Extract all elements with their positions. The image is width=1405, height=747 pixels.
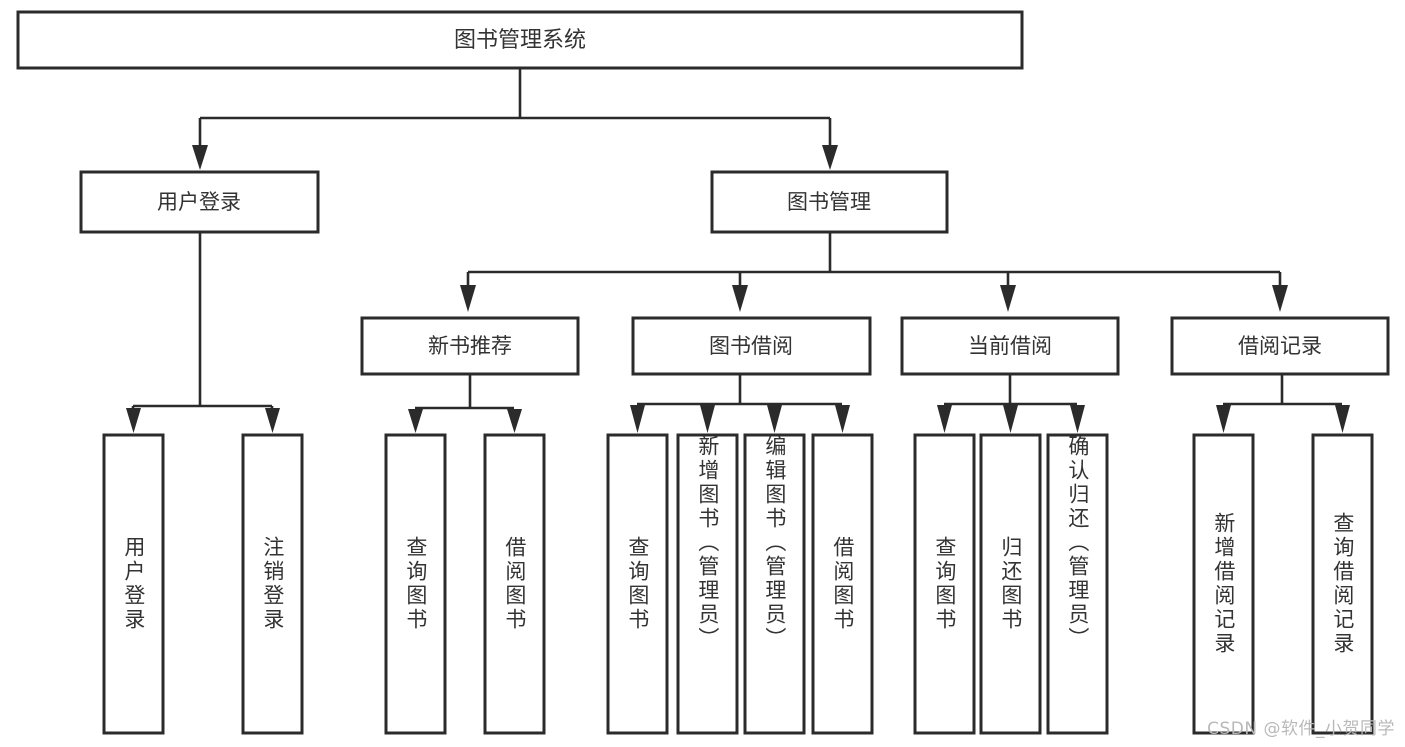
- node-book-management[interactable]: 图书管理: [710, 170, 949, 234]
- leaf-box-add-record[interactable]: [1192, 433, 1255, 735]
- leaf-box-query-book-borrow[interactable]: [606, 433, 669, 735]
- arrowhead-borrow-record: [1272, 285, 1288, 312]
- node-current-borrow[interactable]: 当前借阅: [900, 316, 1120, 376]
- node-current-borrow-label: 当前借阅: [968, 334, 1052, 358]
- leaf-box-query-book-current[interactable]: [913, 433, 976, 735]
- node-borrow-record[interactable]: 借阅记录: [1170, 316, 1390, 376]
- arrowhead-leaf-logout: [265, 408, 280, 433]
- node-root[interactable]: 图书管理系统: [16, 10, 1024, 70]
- leaf-box-confirm-return[interactable]: [1046, 433, 1109, 735]
- leaf-box-return-book[interactable]: [979, 433, 1042, 735]
- leaf-box-query-book-recommend[interactable]: [384, 433, 447, 735]
- arrowhead-leaf-query-book-current: [937, 405, 952, 433]
- node-current-borrow-box[interactable]: [900, 316, 1120, 376]
- node-book-management-box[interactable]: [710, 170, 949, 234]
- arrowhead-leaf-add-record: [1216, 405, 1231, 433]
- node-new-book-recommend[interactable]: 新书推荐: [360, 316, 580, 376]
- node-root-label: 图书管理系统: [454, 28, 586, 53]
- leaf-box-query-record[interactable]: [1311, 433, 1374, 735]
- arrowhead-book-borrow: [732, 285, 748, 312]
- arrowhead-leaf-add-book: [700, 405, 715, 433]
- leaf-box-borrow-book-recommend[interactable]: [483, 433, 546, 735]
- connector-layer: [126, 68, 1350, 433]
- leaf-box-logout[interactable]: [241, 433, 304, 735]
- arrowhead-user-login: [192, 145, 208, 170]
- arrowhead-current-borrow: [1000, 285, 1016, 312]
- leaf-layer: [102, 433, 1374, 735]
- arrowhead-leaf-query-book-borrow: [630, 405, 645, 433]
- node-user-login[interactable]: 用户登录: [79, 170, 320, 234]
- leaf-box-add-book[interactable]: [676, 433, 739, 735]
- arrowhead-book-management: [822, 145, 838, 170]
- arrowhead-leaf-return-book: [1003, 405, 1018, 433]
- node-user-login-label: 用户登录: [157, 190, 241, 214]
- node-book-management-label: 图书管理: [787, 190, 871, 214]
- node-user-login-box[interactable]: [79, 170, 320, 234]
- arrowhead-new-book-recommend: [460, 285, 476, 312]
- node-new-book-recommend-box[interactable]: [360, 316, 580, 376]
- arrowhead-leaf-confirm-return: [1070, 405, 1085, 433]
- leaf-box-edit-book[interactable]: [743, 433, 806, 735]
- node-new-book-recommend-label: 新书推荐: [428, 334, 512, 358]
- arrowhead-leaf-borrow-book: [835, 405, 850, 433]
- arrowhead-leaf-borrow-book-recommend: [507, 409, 522, 433]
- arrowhead-leaf-user-login: [126, 408, 141, 433]
- node-book-borrow[interactable]: 图书借阅: [631, 316, 872, 376]
- node-book-borrow-box[interactable]: [631, 316, 872, 376]
- node-borrow-record-label: 借阅记录: [1238, 334, 1322, 358]
- arrowhead-leaf-query-record: [1335, 405, 1350, 433]
- node-root-box[interactable]: [16, 10, 1024, 70]
- arrowhead-leaf-edit-book: [767, 405, 782, 433]
- node-book-borrow-label: 图书借阅: [709, 334, 793, 358]
- leaf-box-borrow-book[interactable]: [811, 433, 874, 735]
- arrowhead-leaf-query-book-recommend: [408, 409, 423, 433]
- watermark-text: CSDN @软件_小贺同学: [1207, 719, 1395, 739]
- node-borrow-record-box[interactable]: [1170, 316, 1390, 376]
- leaf-box-user-login[interactable]: [102, 433, 165, 735]
